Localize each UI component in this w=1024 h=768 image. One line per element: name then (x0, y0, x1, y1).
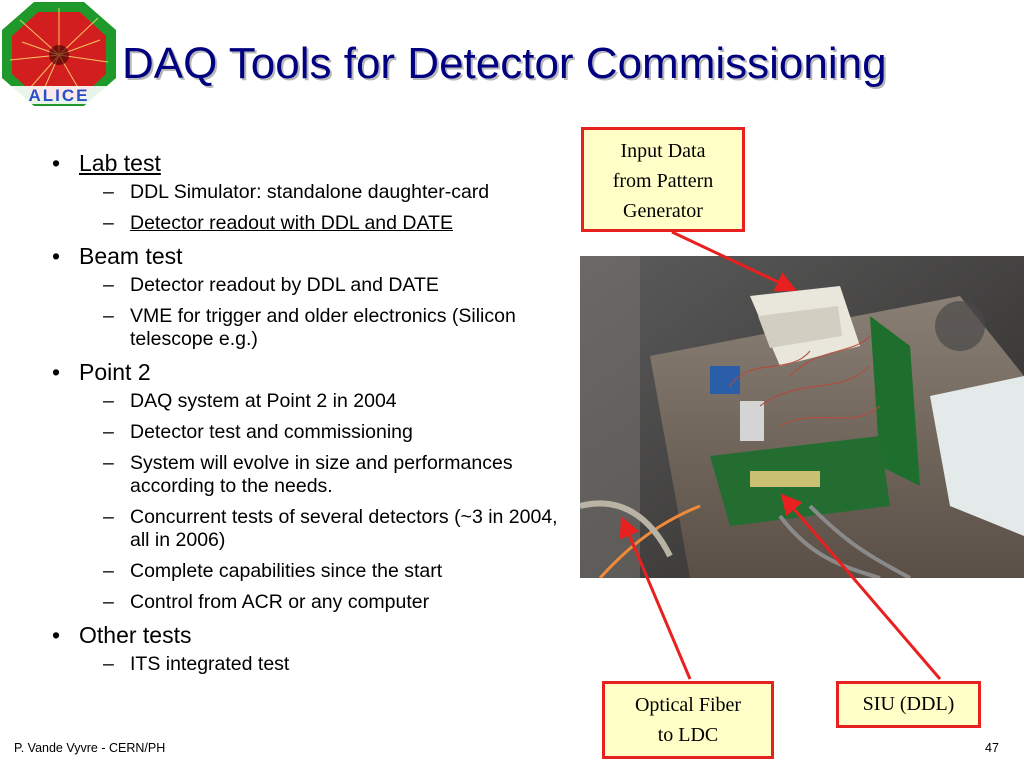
page-number: 47 (985, 741, 999, 755)
sub-bullet-text: Complete capabilities since the start (130, 560, 443, 582)
bullet-item: • Point 2 (52, 359, 582, 386)
sub-bullet-mark: – (103, 181, 114, 203)
sub-bullet-text: Detector test and commissioning (130, 421, 413, 443)
callout-input-data: Input Data from Pattern Generator (581, 127, 745, 232)
sub-bullet-item: –VME for trigger and older electronics (… (52, 305, 582, 351)
bullet-mark: • (52, 150, 61, 176)
sub-bullet-item: –DAQ system at Point 2 in 2004 (52, 390, 582, 413)
sub-bullet-text: Control from ACR or any computer (130, 591, 430, 613)
bullet-item: • Lab test (52, 150, 582, 177)
sub-bullet-mark: – (103, 653, 114, 675)
callout-optical-fiber: Optical Fiber to LDC (602, 681, 774, 759)
sub-bullet-item: –Control from ACR or any computer (52, 591, 582, 614)
sub-bullet-text: DAQ system at Point 2 in 2004 (130, 390, 397, 412)
bullet-text: Point 2 (79, 359, 151, 385)
bullet-list: •Lab test–DDL Simulator: standalone daug… (52, 150, 582, 684)
footer-author: P. Vande Vyvre - CERN/PH (14, 741, 166, 755)
bullet-item: • Other tests (52, 622, 582, 649)
sub-bullet-mark: – (103, 591, 114, 613)
sub-bullet-item: –Detector readout by DDL and DATE (52, 274, 582, 297)
setup-photo (579, 256, 1024, 580)
alice-logo: ALICE (0, 0, 118, 108)
sub-bullet-text: System will evolve in size and performan… (130, 452, 513, 497)
sub-bullet-item: –ITS integrated test (52, 653, 582, 676)
sub-bullet-mark: – (103, 212, 114, 234)
sub-bullet-text: ITS integrated test (130, 653, 290, 675)
callout-siu-line1: SIU (DDL) (862, 693, 955, 715)
callout-optical-line2: to LDC (657, 724, 719, 746)
callout-input-line1: Input Data (620, 140, 706, 162)
sub-bullet-text: DDL Simulator: standalone daughter-card (130, 181, 490, 203)
callout-input-line2: from Pattern (612, 170, 714, 192)
bullet-mark: • (52, 359, 61, 385)
callout-input-line3: Generator (623, 200, 703, 222)
sub-bullet-item: –Complete capabilities since the start (52, 560, 582, 583)
sub-bullet-mark: – (103, 305, 114, 327)
sub-bullet-text: Detector readout with DDL and DATE (130, 212, 453, 234)
callout-optical-line1: Optical Fiber (634, 694, 742, 716)
sub-bullet-item: –DDL Simulator: standalone daughter-card (52, 181, 582, 204)
sub-bullet-mark: – (103, 274, 114, 296)
sub-bullet-mark: – (103, 506, 114, 528)
sub-bullet-text: Concurrent tests of several detectors (~… (130, 506, 558, 551)
sub-bullet-text: Detector readout by DDL and DATE (130, 274, 439, 296)
logo-text: ALICE (29, 86, 90, 105)
sub-bullet-mark: – (103, 452, 114, 474)
callout-siu: SIU (DDL) (836, 681, 981, 728)
sub-bullet-mark: – (103, 421, 114, 443)
bullet-mark: • (52, 243, 61, 269)
bullet-item: • Beam test (52, 243, 582, 270)
sub-bullet-item: –Concurrent tests of several detectors (… (52, 506, 582, 552)
sub-bullet-mark: – (103, 560, 114, 582)
sub-bullet-item: –Detector test and commissioning (52, 421, 582, 444)
slide-title: DAQ Tools for Detector Commissioning (122, 39, 887, 88)
sub-bullet-item: –Detector readout with DDL and DATE (52, 212, 582, 235)
bullet-text: Lab test (79, 150, 161, 176)
sub-bullet-text: VME for trigger and older electronics (S… (130, 305, 516, 350)
sub-bullet-mark: – (103, 390, 114, 412)
bullet-mark: • (52, 622, 61, 648)
bullet-text: Other tests (79, 622, 192, 648)
sub-bullet-item: –System will evolve in size and performa… (52, 452, 582, 498)
bullet-text: Beam test (79, 243, 183, 269)
